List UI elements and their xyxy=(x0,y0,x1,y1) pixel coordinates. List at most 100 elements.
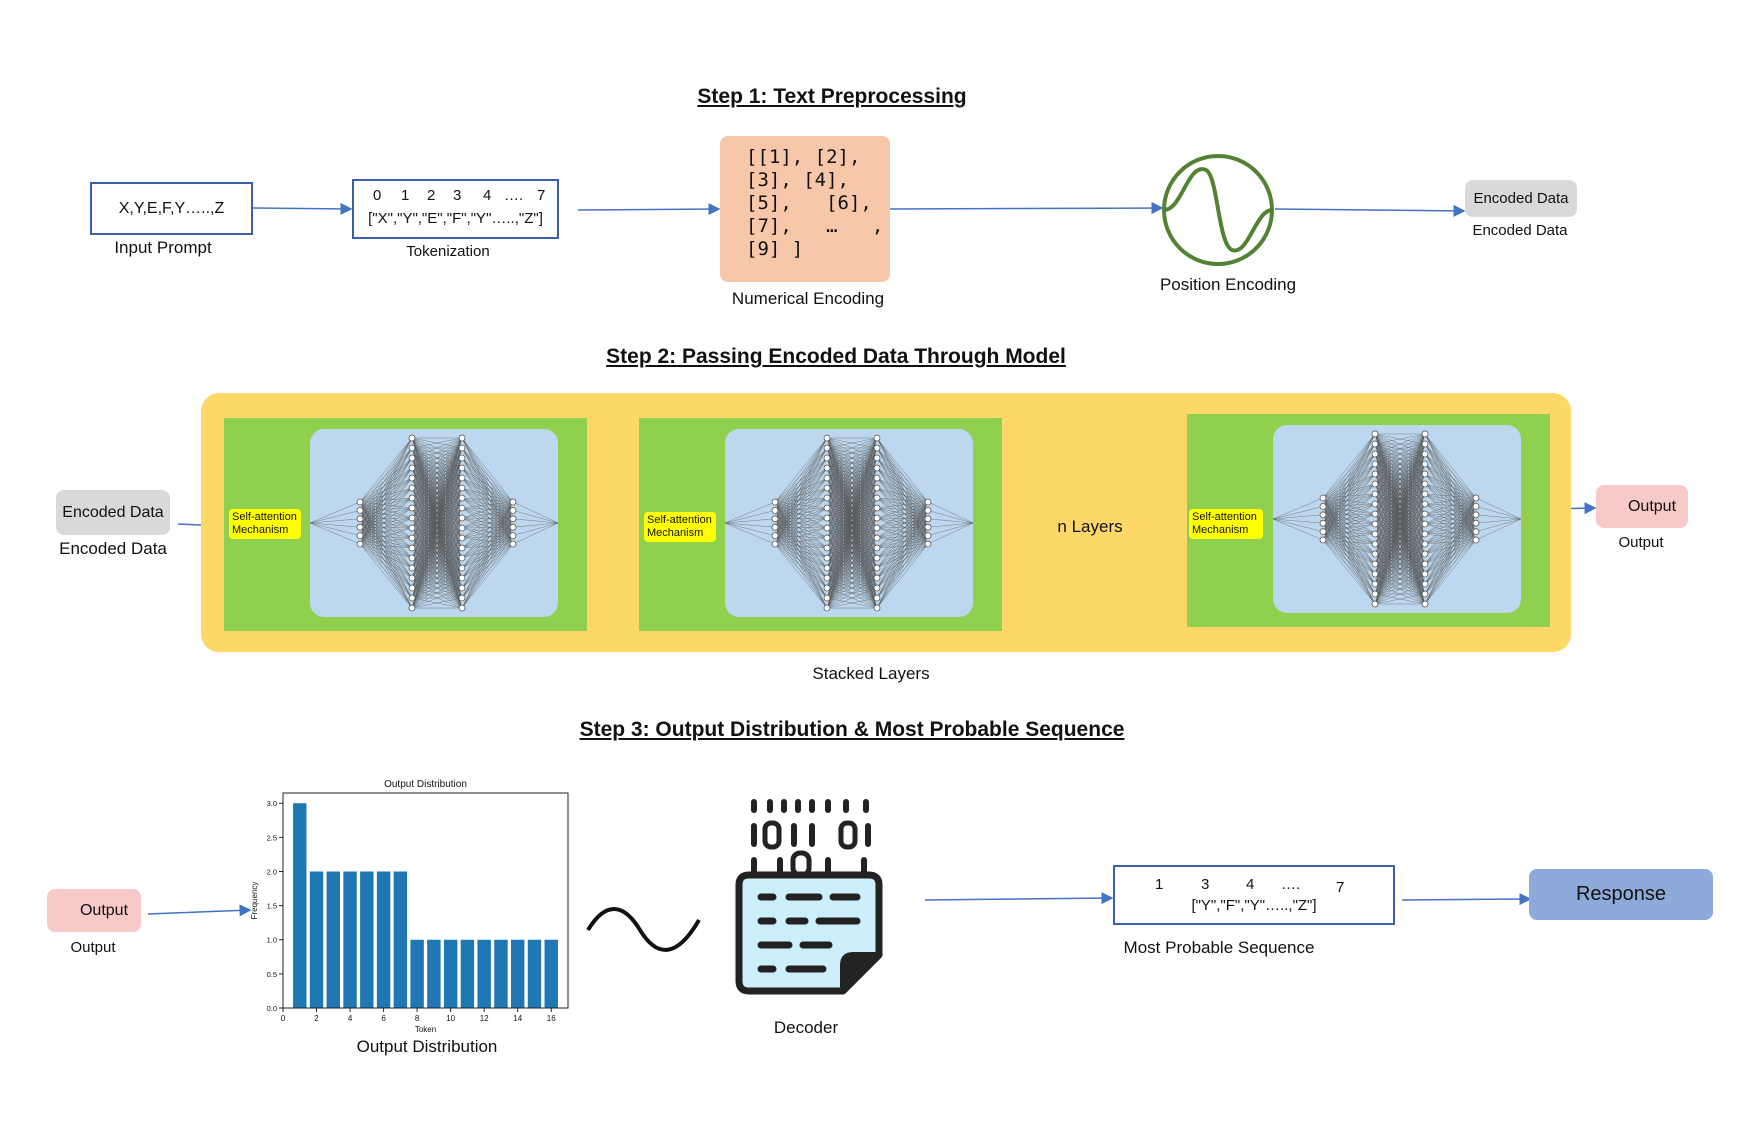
network-node xyxy=(873,574,881,582)
y-tick-label: 3.0 xyxy=(267,799,277,808)
network-node xyxy=(509,532,517,539)
neural-network-icon xyxy=(724,434,974,612)
network-nodes xyxy=(771,434,932,612)
bar xyxy=(511,939,525,1008)
network-node xyxy=(873,464,881,472)
network-node xyxy=(408,604,416,612)
input-prompt-text: X,Y,E,F,Y…..,Z xyxy=(118,199,225,217)
network-node xyxy=(823,544,831,552)
network-node xyxy=(823,584,831,592)
network-node xyxy=(823,594,831,602)
bar xyxy=(410,939,424,1008)
encoded-data-box-step2: Encoded Data xyxy=(56,490,170,535)
arrow-decoder-to-sequence xyxy=(924,892,1114,905)
network-edges xyxy=(1272,433,1522,605)
output-caption-step2: Output xyxy=(1618,534,1664,551)
input-prompt-caption: Input Prompt xyxy=(114,238,212,257)
network-node xyxy=(873,534,881,542)
network-node xyxy=(823,504,831,512)
token-strings: ["X","Y","E","F","Y"…..,"Z"] xyxy=(368,210,543,227)
response-button[interactable]: Response xyxy=(1529,869,1713,920)
sequence-number: 3 xyxy=(1201,876,1210,893)
y-tick-label: 0.5 xyxy=(267,970,277,979)
network-edges xyxy=(309,437,559,609)
plot-frame xyxy=(282,792,569,1009)
network-node xyxy=(1421,600,1429,608)
position-caption: Position Encoding xyxy=(1159,275,1297,294)
network-node xyxy=(356,507,364,514)
network-node xyxy=(1371,450,1379,458)
network-node xyxy=(408,544,416,552)
network-node xyxy=(823,434,831,442)
network-node xyxy=(408,444,416,452)
binary-digits xyxy=(751,799,871,878)
network-node xyxy=(356,498,364,506)
network-node xyxy=(408,524,416,532)
network-node xyxy=(458,604,466,612)
network-node xyxy=(458,434,466,442)
step1-title: Step 1: Text Preprocessing xyxy=(697,85,967,108)
network-node xyxy=(408,474,416,482)
network-node xyxy=(873,474,881,482)
token-number: 3 xyxy=(453,187,462,204)
token-number: 7 xyxy=(537,187,546,204)
self-attention-label: Self-attention Mechanism xyxy=(1189,509,1263,539)
network-node xyxy=(823,474,831,482)
network-node xyxy=(1371,530,1379,538)
bar xyxy=(376,871,391,1008)
output-box-step2: Output xyxy=(1596,485,1688,528)
network-node xyxy=(509,540,517,548)
token-number: …. xyxy=(504,187,524,204)
network-node xyxy=(1319,511,1327,519)
network-node xyxy=(823,494,831,502)
network-node xyxy=(1319,519,1327,527)
network-node xyxy=(458,504,466,512)
x-axis-label: Token xyxy=(415,1025,436,1034)
network-node xyxy=(1421,550,1429,558)
encoded-data-caption-step1: Encoded Data xyxy=(1472,222,1568,239)
network-node xyxy=(823,564,831,572)
network-node xyxy=(873,584,881,592)
network-node xyxy=(1421,440,1429,448)
network-node xyxy=(823,524,831,532)
token-number: 1 xyxy=(401,187,410,204)
network-node xyxy=(1371,430,1379,438)
network-node xyxy=(1319,536,1327,544)
network-node xyxy=(1421,430,1429,438)
network-node xyxy=(873,454,881,462)
network-node xyxy=(771,515,779,523)
sequence-number: 4 xyxy=(1246,876,1255,893)
network-node xyxy=(1371,500,1379,508)
network-node xyxy=(1421,500,1429,508)
network-node xyxy=(458,464,466,472)
input-prompt-box: X,Y,E,F,Y…..,Z xyxy=(90,182,253,235)
network-node xyxy=(823,574,831,582)
bar xyxy=(293,803,307,1008)
self-attention-label: Self-attention Mechanism xyxy=(229,509,301,539)
y-tick-label: 2.0 xyxy=(267,867,277,876)
neural-network-icon xyxy=(309,434,559,612)
arrow-input-to-token xyxy=(251,202,353,215)
arrow-sequence-to-response xyxy=(1401,893,1532,906)
network-node xyxy=(771,507,779,514)
x-tick-label: 6 xyxy=(381,1014,386,1023)
network-node xyxy=(356,540,364,548)
token-number: 2 xyxy=(427,187,436,204)
encoded-data-label: Encoded Data xyxy=(1473,190,1569,207)
network-node xyxy=(924,498,932,506)
output-label: Output xyxy=(79,901,129,919)
network-node xyxy=(1421,460,1429,468)
x-tick-label: 14 xyxy=(513,1014,522,1023)
decoder-icon xyxy=(735,799,883,995)
network-node xyxy=(1421,530,1429,538)
network-node xyxy=(356,532,364,539)
arrow-token-to-numeric xyxy=(577,203,721,216)
bar xyxy=(309,871,324,1008)
response-label: Response xyxy=(1575,883,1667,905)
stacked-layers-caption: Stacked Layers xyxy=(812,664,930,683)
x-tick-label: 2 xyxy=(314,1014,319,1023)
network-nodes xyxy=(356,434,517,612)
neural-network-area xyxy=(724,429,974,617)
network-node xyxy=(1371,520,1379,528)
